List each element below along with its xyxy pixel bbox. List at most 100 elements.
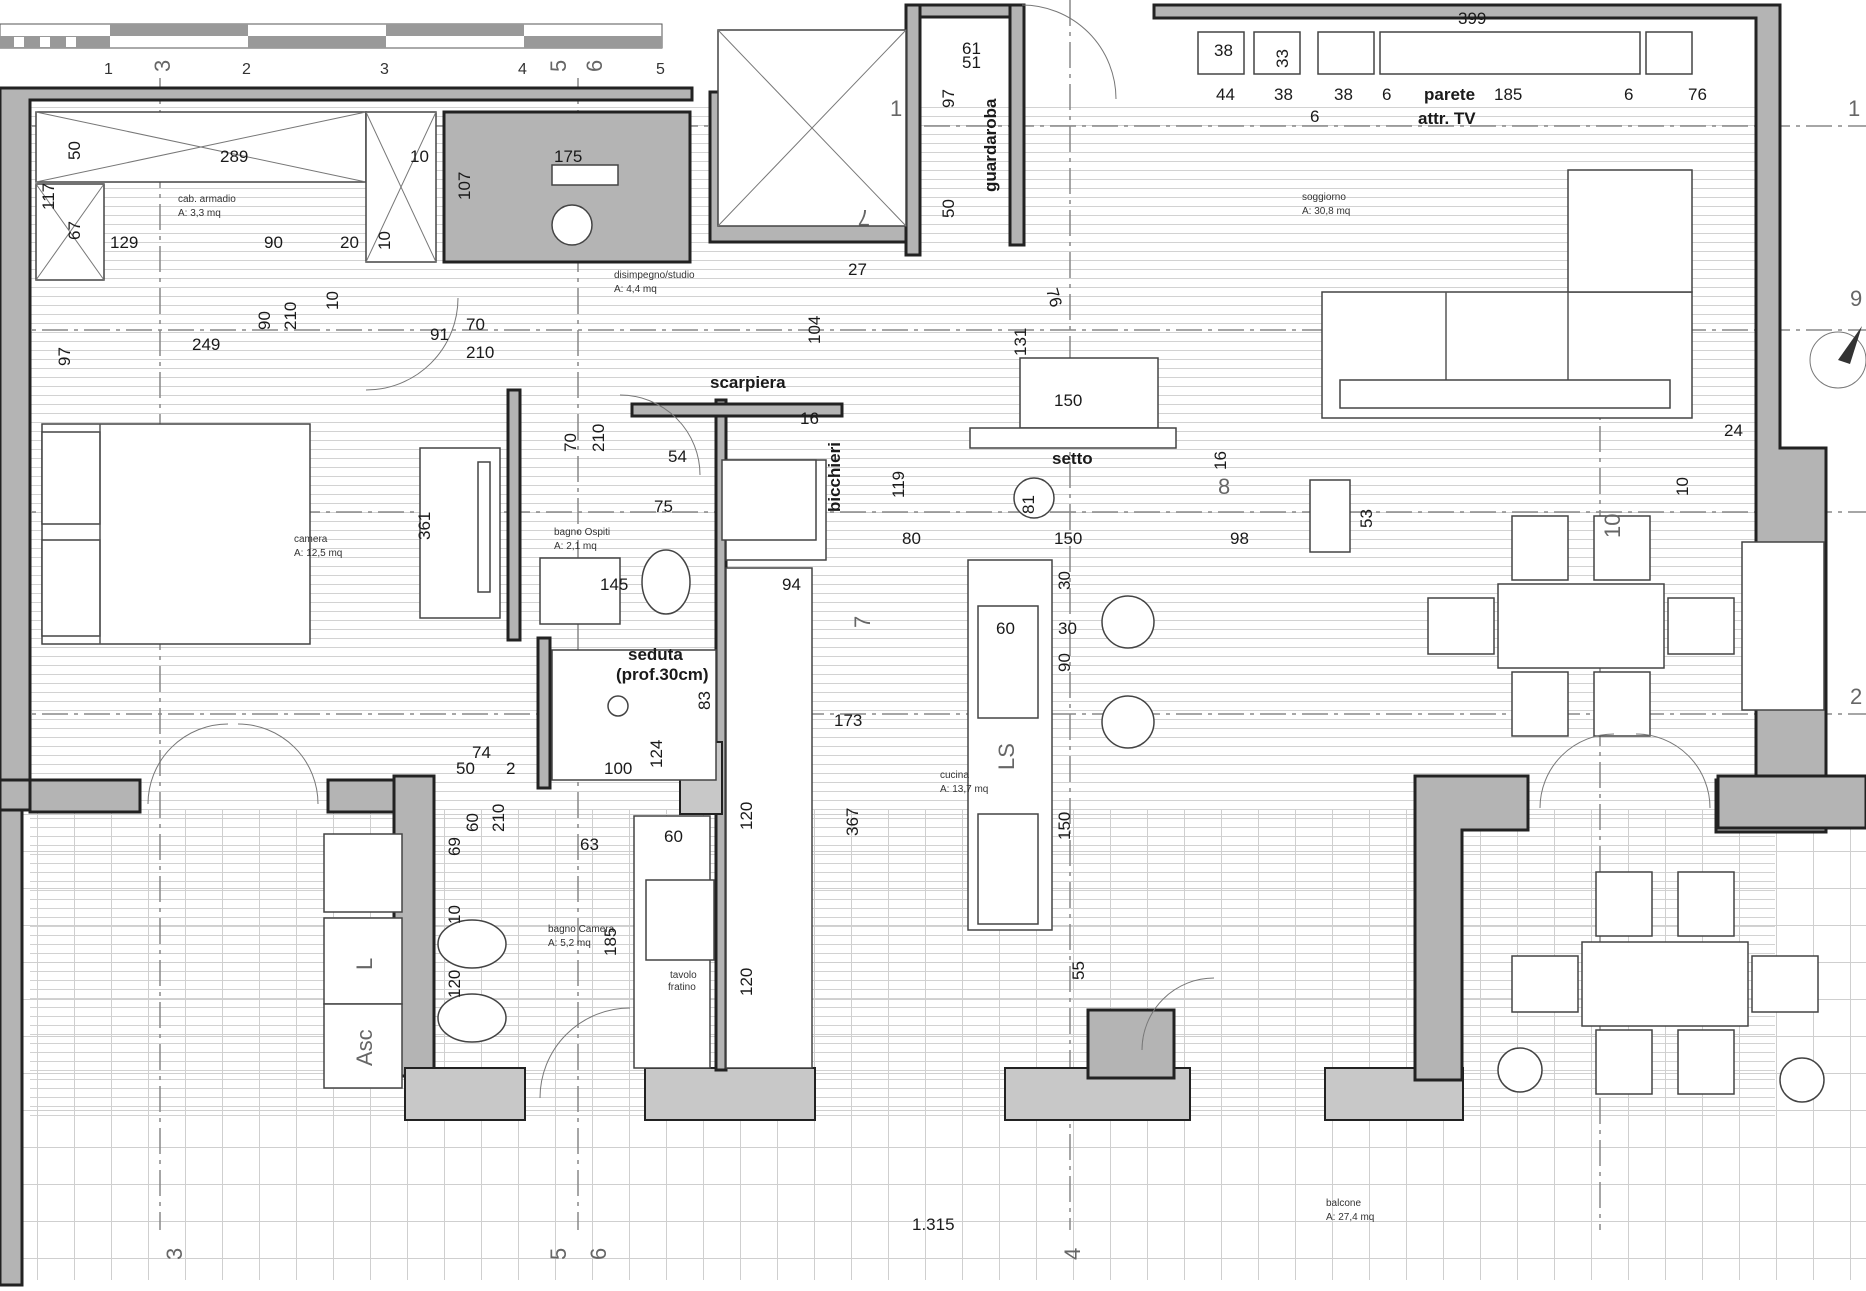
room-name: balcone (1326, 1198, 1361, 1209)
label-l: L (352, 958, 377, 970)
axis-marker: 5 (546, 60, 571, 72)
dimension-value: 16 (800, 409, 819, 428)
dimension-value: 94 (782, 575, 801, 594)
dimension-value: 90 (1055, 653, 1074, 672)
label-seduta: seduta (628, 645, 683, 664)
dimension-value: 81 (1019, 495, 1038, 514)
dimension-value: 6 (1624, 85, 1633, 104)
room-name: bagno Ospiti (554, 527, 610, 538)
room-area: A: 5,2 mq (548, 938, 591, 949)
dimension-value: 2 (506, 759, 515, 778)
axis-marker: 6 (582, 60, 607, 72)
dimension-value: 30 (1055, 571, 1074, 590)
label-attr-tv: attr. TV (1418, 109, 1476, 128)
dimension-value: 60 (996, 619, 1015, 638)
dimension-value: 210 (466, 343, 494, 362)
dimension-value: 60 (664, 827, 683, 846)
label-tavolo: tavolo (670, 970, 697, 981)
dimension-value: 83 (695, 691, 714, 710)
scale-tick-5: 5 (656, 61, 665, 78)
dimension-value: 51 (962, 53, 981, 72)
dimension-value: 185 (601, 928, 620, 956)
dimension-value: 38 (1334, 85, 1353, 104)
dimension-value: 80 (902, 529, 921, 548)
dimension-value: 98 (1230, 529, 1249, 548)
dimension-value: 61 (962, 39, 981, 58)
dimension-value: 30 (1058, 619, 1077, 638)
furniture (35, 4, 1866, 1103)
room-area: A: 4,4 mq (614, 284, 657, 295)
dimension-value: 55 (1069, 961, 1088, 980)
room-name: camera (294, 534, 328, 545)
dimension-value: 24 (1724, 421, 1743, 440)
dimension-value: 185 (1494, 85, 1522, 104)
label-ls: LS (994, 743, 1019, 770)
dimension-value: 97 (55, 347, 74, 366)
scale-tick-3: 3 (380, 61, 389, 78)
room-name: bagno Camera (548, 924, 615, 935)
dimension-value: 54 (668, 447, 687, 466)
dimension-value: 289 (220, 147, 248, 166)
room-area: A: 27,4 mq (1326, 1212, 1374, 1223)
scale-bar: 1 2 3 4 5 (0, 23, 665, 78)
room-labels: cab. armadio A: 3,3 mq disimpegno/studio… (178, 192, 1374, 1223)
dimension-value: 53 (1357, 509, 1376, 528)
label-scarpiera: scarpiera (710, 373, 786, 392)
scale-tick-4: 4 (518, 61, 527, 78)
dimension-value: 10 (323, 291, 342, 310)
dimension-value: 10 (375, 231, 394, 250)
dimension-value: 27 (848, 260, 867, 279)
axis-marker: 4 (1060, 1248, 1085, 1260)
label-guardaroba: guardaroba (981, 98, 1000, 192)
dimension-value: 150 (1054, 391, 1082, 410)
axis-marker: 9 (1850, 286, 1862, 311)
scale-tick-2: 2 (242, 61, 251, 78)
axis-marker: 10 (1600, 514, 1625, 538)
room-area: A: 3,3 mq (178, 208, 221, 219)
dimension-value: 120 (445, 970, 464, 998)
dimension-value: 38 (1214, 41, 1233, 60)
dimension-value: 10 (445, 905, 464, 924)
dimension-value: 129 (110, 233, 138, 252)
dimension-value: 38 (1274, 85, 1293, 104)
axis-markers: 3 5 6 1 1 9 2 8 10 7 7 3 5 6 4 (150, 60, 1862, 1260)
annotation-labels: scarpiera setto bicchieri guardaroba par… (352, 85, 1476, 1066)
axis-marker: 1 (890, 96, 902, 121)
dimension-value: 75 (654, 497, 673, 516)
label-bicchieri: bicchieri (825, 442, 844, 512)
dimension-value: 145 (600, 575, 628, 594)
dimension-value: 1.315 (912, 1215, 955, 1234)
dimension-value: 76 (1688, 85, 1707, 104)
dimension-value: 70 (466, 315, 485, 334)
axis-marker: 1 (1848, 96, 1860, 121)
dimension-value: 20 (340, 233, 359, 252)
dimension-value: 249 (192, 335, 220, 354)
dimension-value: 60 (463, 813, 482, 832)
dimension-value: 91 (430, 325, 449, 344)
label-asc: Asc (352, 1029, 377, 1066)
dimension-value: 10 (1673, 477, 1692, 496)
dimension-value: 6 (1310, 107, 1319, 126)
dimension-value: 120 (737, 968, 756, 996)
axis-marker: 7 (850, 616, 875, 628)
dimension-value: 119 (889, 471, 908, 498)
dimension-value: 67 (65, 221, 84, 240)
label-prof: (prof.30cm) (616, 665, 709, 684)
dimension-value: 131 (1011, 328, 1030, 356)
dimension-value: 6 (1382, 85, 1391, 104)
dimension-value: 16 (1211, 451, 1230, 470)
dimension-value: 44 (1216, 85, 1235, 104)
room-area: A: 30,8 mq (1302, 206, 1350, 217)
dimension-value: 120 (737, 802, 756, 830)
dimension-value: 210 (589, 424, 608, 452)
axis-marker: 2 (1850, 684, 1862, 709)
dimension-value: 70 (561, 433, 580, 452)
dimension-value: 76 (1042, 286, 1065, 309)
dimension-value: 50 (939, 199, 958, 218)
room-name: cucina (940, 770, 969, 781)
dimension-value: 50 (456, 759, 475, 778)
dimension-value: 399 (1458, 9, 1486, 28)
dimensions: 399 38 33 61 51 44 38 38 6 6 185 6 76 97… (39, 9, 1743, 1234)
dimension-value: 367 (843, 808, 862, 836)
